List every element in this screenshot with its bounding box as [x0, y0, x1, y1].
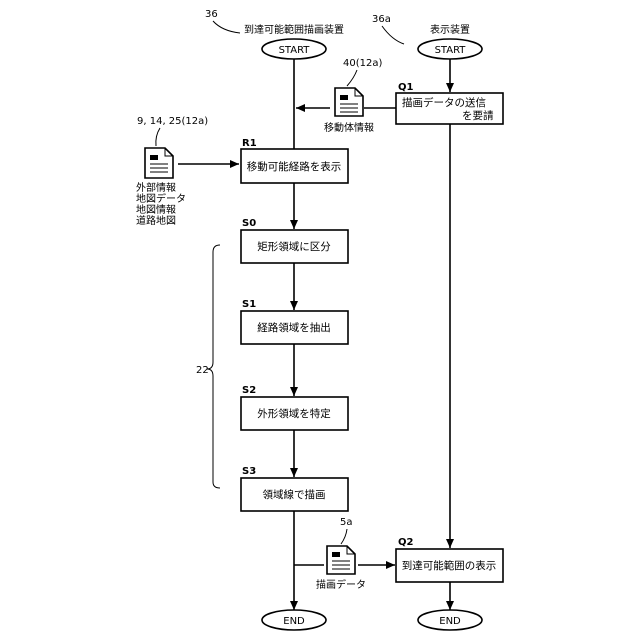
svg-text:START: START — [435, 45, 467, 56]
doc-mobile-icon — [335, 88, 363, 116]
left-end-terminal: END — [262, 610, 326, 630]
step-q2-id: Q2 — [398, 537, 414, 548]
step-r1-text: 移動可能経路を表示 — [247, 160, 342, 173]
step-q2-text: 到達可能範囲の表示 — [402, 559, 497, 572]
left-column-ref: 36 — [205, 9, 218, 20]
doc-mobile-ref: 40(12a) — [343, 58, 382, 69]
doc-drawing-ref-leader — [341, 529, 347, 544]
left-column-ref-leader — [213, 21, 240, 33]
step-s2-text: 外形領域を特定 — [257, 407, 331, 420]
step-r1-id: R1 — [242, 138, 257, 149]
doc-external-line-4: 道路地図 — [136, 214, 176, 227]
right-column-ref: 36a — [372, 14, 391, 25]
left-start-terminal: START — [262, 39, 326, 59]
step-q1-id: Q1 — [398, 82, 414, 93]
right-column-ref-leader — [382, 26, 404, 44]
doc-mobile-ref-leader — [347, 70, 357, 86]
doc-drawing-caption: 描画データ — [316, 578, 366, 591]
step-q1-line2: を要請 — [462, 109, 494, 122]
right-end-terminal: END — [418, 610, 482, 630]
doc-external-line-1: 外部情報 — [136, 181, 176, 194]
doc-external-line-3: 地図情報 — [136, 203, 176, 216]
group-bracket-label: 22 — [196, 365, 209, 376]
step-s0-text: 矩形領域に区分 — [257, 240, 331, 253]
step-s1-text: 経路領域を抽出 — [257, 321, 331, 334]
step-s3-text: 領域線で描画 — [263, 488, 326, 501]
right-column-title: 表示装置 — [430, 23, 470, 36]
svg-text:END: END — [439, 616, 461, 627]
doc-external-line-2: 地図データ — [136, 192, 186, 205]
svg-text:END: END — [283, 616, 305, 627]
doc-external-ref-leader — [156, 128, 160, 146]
right-start-terminal: START — [418, 39, 482, 59]
step-s0-id: S0 — [242, 218, 256, 229]
step-s3-id: S3 — [242, 466, 256, 477]
svg-text:START: START — [279, 45, 311, 56]
doc-external-ref: 9, 14, 25(12a) — [137, 116, 208, 127]
step-s1-id: S1 — [242, 299, 256, 310]
step-q1-line1: 描画データの送信 — [402, 96, 486, 109]
left-column-title: 到達可能範囲描画装置 — [244, 23, 344, 36]
doc-external-icon — [145, 148, 173, 178]
step-s2-id: S2 — [242, 385, 256, 396]
doc-mobile-caption: 移動体情報 — [324, 121, 374, 134]
doc-drawing-icon — [327, 546, 355, 574]
group-bracket — [207, 245, 220, 488]
doc-drawing-ref: 5a — [340, 517, 353, 528]
